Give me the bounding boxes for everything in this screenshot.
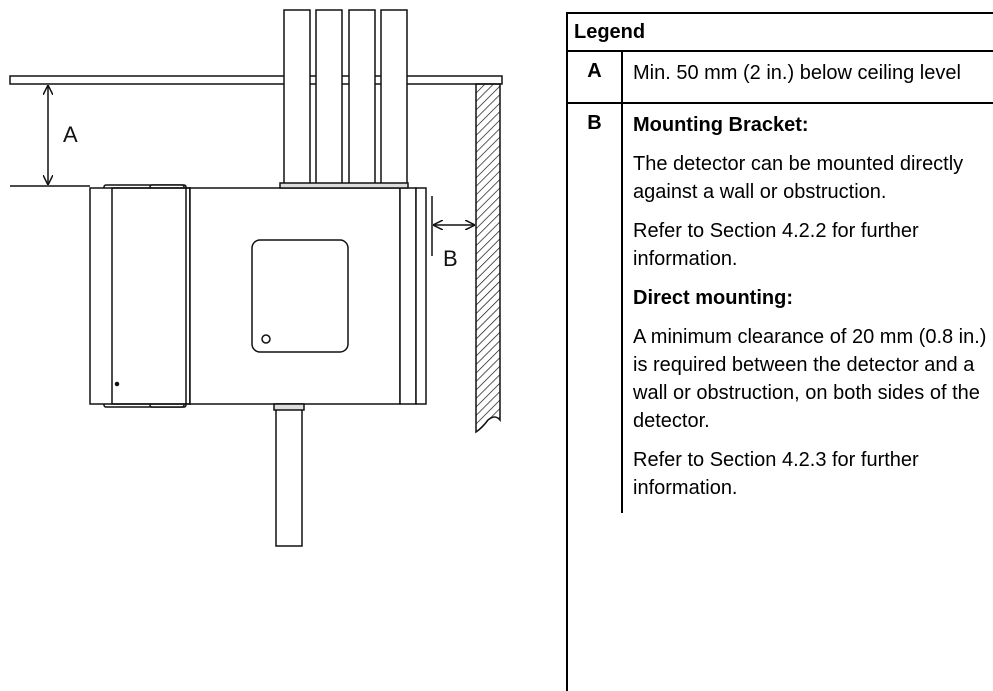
dimension-b-label: B	[443, 246, 458, 271]
mounting-bracket-reference: Refer to Section 4.2.2 for further infor…	[633, 220, 919, 270]
legend-title: Legend	[568, 14, 993, 52]
dimension-a: A	[10, 86, 90, 187]
dimension-a-label: A	[63, 122, 78, 147]
direct-mounting-reference: Refer to Section 4.2.3 for further infor…	[633, 449, 919, 499]
conduit-pipes-top	[283, 9, 408, 185]
dimension-b: B	[431, 196, 474, 271]
legend-row-b: B Mounting Bracket: The detector can be …	[568, 104, 993, 513]
detector-housing	[89, 182, 427, 408]
ceiling	[9, 75, 503, 85]
legend-key-b: B	[568, 104, 623, 513]
mounting-bracket-text: The detector can be mounted directly aga…	[633, 153, 964, 203]
legend-key-a: A	[568, 52, 623, 102]
direct-mounting-text: A minimum clearance of 20 mm (0.8 in.) i…	[633, 326, 987, 432]
conduit-pipe-bottom	[273, 403, 305, 547]
mounting-bracket-heading: Mounting Bracket:	[633, 114, 809, 136]
legend-table: Legend A Min. 50 mm (2 in.) below ceilin…	[566, 12, 993, 691]
direct-mounting-heading: Direct mounting:	[633, 287, 793, 309]
wall	[475, 83, 501, 434]
legend-row-a: A Min. 50 mm (2 in.) below ceiling level	[568, 52, 993, 104]
legend-a-text: Min. 50 mm (2 in.) below ceiling level	[633, 62, 961, 84]
mounting-diagram: A B	[9, 9, 503, 547]
